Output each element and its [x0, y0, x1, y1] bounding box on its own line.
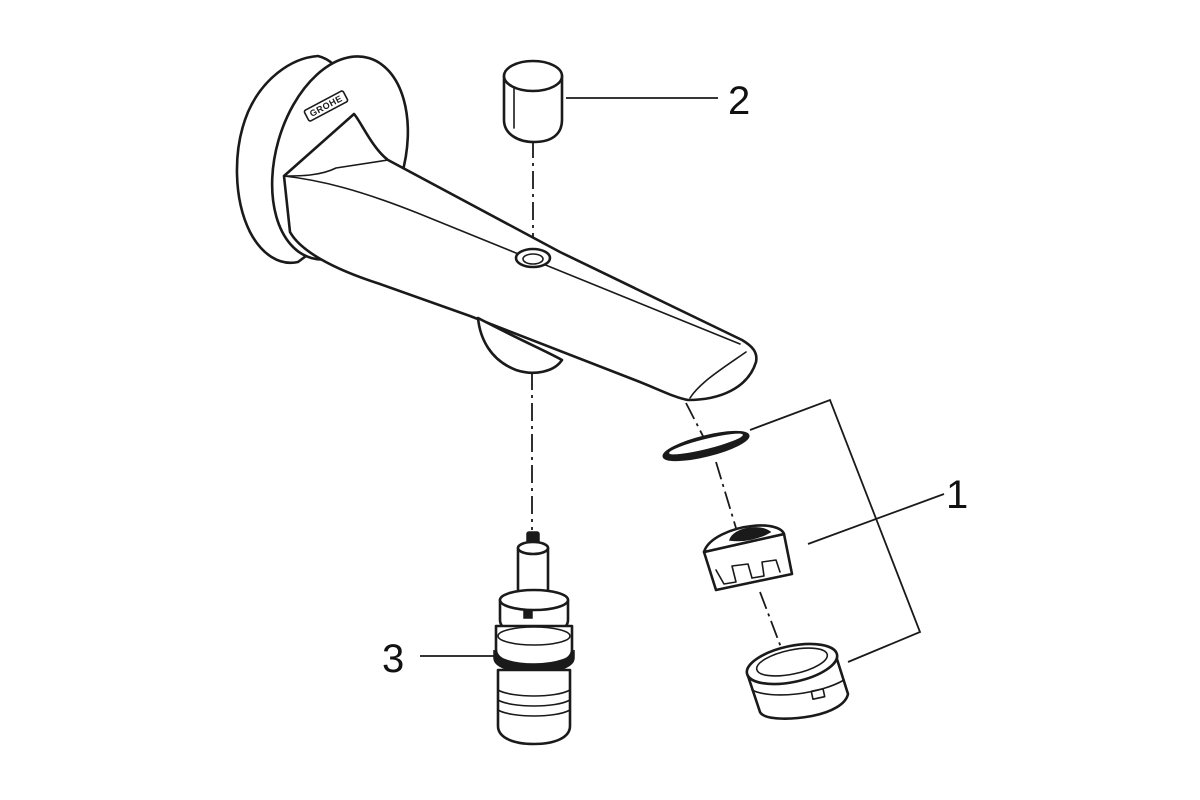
housing-slot: [810, 688, 826, 700]
aerator-insert: [702, 524, 794, 592]
cartridge-thread-3: [497, 709, 571, 717]
spout-underside-lobe: [476, 316, 564, 374]
insert-crenel-1: [715, 563, 753, 585]
cartridge-spindle-top: [516, 540, 550, 556]
part-1-aerator-set: [662, 398, 922, 720]
axis-lines: [531, 140, 783, 651]
insert-dome: [729, 527, 772, 542]
axis-line-outlet-middle: [715, 461, 737, 529]
aerator-housing: [745, 642, 850, 720]
callout-label-2: 2: [728, 79, 750, 123]
cap-body: [502, 74, 564, 144]
cartridge-lower-body: [496, 668, 572, 746]
part-1-bracket: [749, 398, 922, 663]
cap-top: [502, 59, 564, 93]
leader-part-1: [807, 493, 945, 545]
housing-top: [745, 642, 839, 686]
cartridge-middle-band-edge: [497, 626, 571, 646]
spout-top-hole-inner: [522, 253, 544, 265]
axis-line-outlet-upper: [685, 402, 706, 441]
spout-tip-contour: [689, 351, 747, 399]
part-3-cartridge: [493, 531, 575, 746]
insert-crenel-2: [751, 559, 781, 579]
cartridge-thread-2: [497, 699, 571, 707]
part-2-cap: [502, 59, 564, 144]
aerator-washer: [662, 430, 750, 462]
callouts: 2 1 3: [382, 79, 968, 681]
washer-inner: [669, 433, 743, 455]
callout-label-1: 1: [946, 473, 968, 517]
cartridge-thread-1: [497, 689, 571, 697]
grohe-logo-plate: [303, 90, 349, 122]
housing-ring-line: [751, 679, 845, 696]
axis-line-outlet-lower: [759, 591, 783, 651]
cartridge-notch: [523, 609, 533, 619]
spout-top-ridge: [283, 175, 741, 345]
callout-label-3: 3: [382, 637, 404, 681]
cartridge-upper-ring-top: [498, 588, 570, 612]
spout: GROHE: [235, 54, 758, 402]
housing-top-inner: [755, 647, 829, 677]
